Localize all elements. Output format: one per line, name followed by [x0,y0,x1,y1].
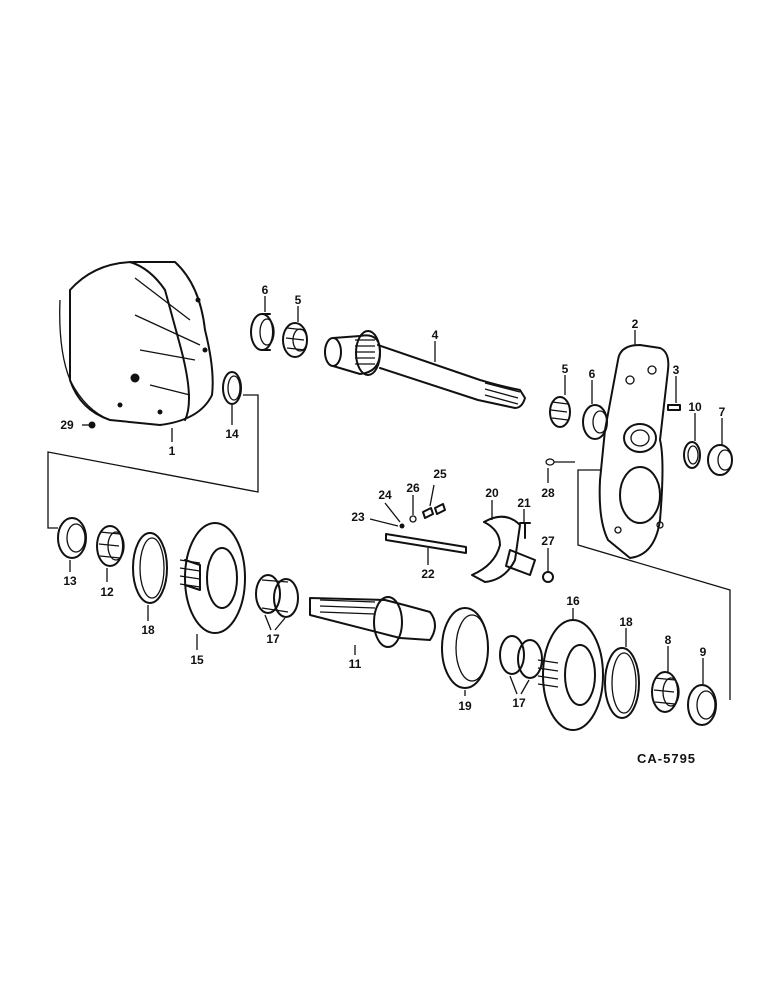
callout-29: 29 [60,418,74,432]
part-3-dowel[interactable] [667,404,681,411]
callout-2: 2 [632,317,639,331]
callout-20: 20 [485,486,499,500]
part-8-bearing[interactable] [651,671,680,713]
callout-1: 1 [169,444,176,458]
part-18-ring-left[interactable] [132,532,168,604]
part-14-oring[interactable] [222,371,242,405]
callout-labels: 1 2 3 4 5 5 6 6 7 8 9 10 11 12 13 14 15 … [60,283,725,713]
part-9-seal[interactable] [687,684,717,726]
part-18-ring-right[interactable] [604,647,640,719]
callout-26: 26 [406,481,420,495]
part-21-screw[interactable] [519,522,531,539]
callout-7: 7 [719,405,726,419]
callout-17-right: 17 [512,696,526,710]
callout-16: 16 [566,594,580,608]
callout-5-right: 5 [562,362,569,376]
callout-22: 22 [421,567,435,581]
callout-28: 28 [541,486,555,500]
part-29-plug[interactable] [82,421,96,429]
part-2-plate[interactable] [598,344,670,559]
callout-6-right: 6 [589,367,596,381]
assembly-leader-lines [47,394,731,700]
part-27-nut[interactable] [542,571,554,583]
part-19-ring[interactable] [441,607,489,689]
part-12-bearing[interactable] [96,525,125,567]
callout-5-left: 5 [295,293,302,307]
part-1-housing[interactable] [59,261,214,426]
callout-12: 12 [100,585,114,599]
part-20-fork[interactable] [471,515,536,583]
part-5-bearing-right[interactable] [549,396,571,428]
part-13-seal[interactable] [57,517,87,559]
part-22-rod[interactable] [385,533,467,554]
callout-6-left: 6 [262,283,269,297]
part-23-26-small-parts[interactable] [399,503,446,529]
figure-code: CA-5795 [637,751,696,766]
callout-21: 21 [517,496,531,510]
part-6-race-right[interactable] [582,404,608,440]
callout-leaders [69,296,723,696]
callout-18-left: 18 [141,623,155,637]
callout-8: 8 [665,633,672,647]
callout-19: 19 [458,699,472,713]
callout-4: 4 [432,328,439,342]
callout-10: 10 [688,400,702,414]
part-4-shaft[interactable] [324,330,526,409]
callout-24: 24 [378,488,392,502]
callout-14: 14 [225,427,239,441]
part-28-screw[interactable] [545,458,575,466]
part-5-bearing-left[interactable] [282,322,308,358]
callout-11: 11 [349,657,362,671]
callout-9: 9 [700,645,707,659]
part-10-ring[interactable] [683,441,701,469]
part-6-race-left[interactable] [250,313,275,351]
part-11-shaft[interactable] [309,596,436,648]
part-17-bearings-right[interactable] [499,635,543,679]
part-16-gear[interactable] [537,619,604,731]
callout-23: 23 [351,510,365,524]
callout-17-left: 17 [266,632,280,646]
part-7-seal[interactable] [707,444,733,476]
callout-18-right: 18 [619,615,633,629]
callout-27: 27 [541,534,555,548]
callout-25: 25 [433,467,447,481]
part-15-gear[interactable] [179,522,246,634]
callout-3: 3 [673,363,680,377]
callout-13: 13 [63,574,77,588]
callout-15: 15 [190,653,204,667]
part-17-bearings-left[interactable] [255,574,299,618]
